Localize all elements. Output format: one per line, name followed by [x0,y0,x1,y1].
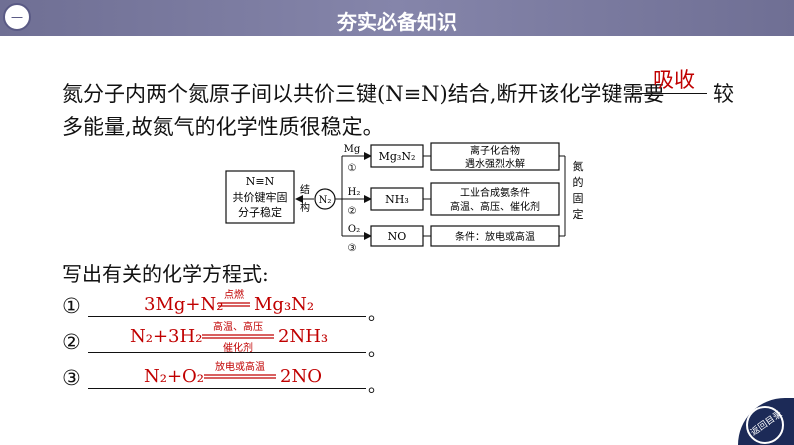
equation-2: N₂+3H₂ 高温、高压 催化剂 2NH₃ [130,320,328,354]
equation-1-rhs: Mg₃N₂ [254,294,314,315]
equation-3: N₂+O₂ 放电或高温 2NO [144,360,322,387]
equation-3-lhs: N₂+O₂ [144,366,204,387]
equation-1-end: 。 [368,304,386,325]
answer-blank [631,93,707,94]
equation-2-line [88,352,366,353]
note-box-2 [430,182,560,216]
section-number-glyph: 一 [10,11,23,25]
equation-3-end: 。 [368,376,386,397]
intro-line-1-end: 较 [713,82,734,106]
structure-label-2: 构 [300,201,310,214]
note-3-line-1: 条件：放电或高温 [455,230,535,243]
equation-2-lhs: N₂+3H₂ [130,326,202,347]
answer-text: 吸收 [653,68,695,92]
section-title: 夯实必备知识 [337,10,457,34]
product-mg3n2: Mg₃N₂ [379,150,416,163]
fixation-char-1: 氮 [573,159,584,173]
structure-label-1: 结 [300,183,310,196]
back-ring-icon [746,406,784,444]
equation-2-condition-bottom: 催化剂 [223,341,253,354]
equation-2-condition-top: 高温、高压 [213,320,263,333]
bond-strong-label: 共价键牢固 [233,190,288,204]
note-2-line-2: 高温、高压、催化剂 [450,200,540,213]
equation-3-condition: 放电或高温 [215,360,265,373]
index-1: ① [348,163,357,174]
equation-2-end: 。 [368,340,386,361]
reagent-mg: Mg [344,144,361,155]
molecule-stable-label: 分子稳定 [238,205,282,219]
n2-node-label: N₂ [319,195,332,206]
note-2-line-1: 工业合成氨条件 [460,186,530,199]
product-no: NO [388,230,407,243]
product-nh3: NH₃ [385,193,409,206]
equation-2-number: ② [62,330,81,354]
equation-2-rhs: 2NH₃ [278,326,328,347]
reagent-h2: H₂ [348,187,361,198]
equation-1: 3Mg+N₂ 点燃 Mg₃N₂ [144,288,314,315]
intro-line-2: 多能量,故氮气的化学性质很稳定。 [62,115,384,139]
triple-bond-label: N≡N [246,175,275,188]
equation-3-line [88,388,366,389]
index-2: ② [348,206,357,217]
equation-3-number: ③ [62,366,81,390]
reagent-o2: O₂ [348,224,360,235]
fixation-char-3: 固 [573,192,584,205]
stability-box [225,170,295,224]
equation-1-number: ① [62,294,81,318]
note-box-1 [430,142,560,171]
note-1-line-2: 遇水强烈水解 [465,157,525,170]
equation-1-lhs: 3Mg+N₂ [144,294,223,315]
index-3: ③ [348,243,357,254]
intro-line-1: 氮分子内两个氮原子间以共价三键(N≡N)结合,断开该化学键需要 [62,82,665,106]
equation-3-rhs: 2NO [280,366,322,387]
equation-1-condition: 点燃 [224,288,244,301]
fixation-char-2: 的 [573,175,584,189]
section-number-icon: 一 [3,3,31,31]
header-bar [0,0,794,36]
equations-prompt: 写出有关的化学方程式: [62,262,269,286]
fixation-char-4: 定 [573,207,584,221]
equation-1-line [88,316,366,317]
note-1-line-1: 离子化合物 [470,144,520,157]
